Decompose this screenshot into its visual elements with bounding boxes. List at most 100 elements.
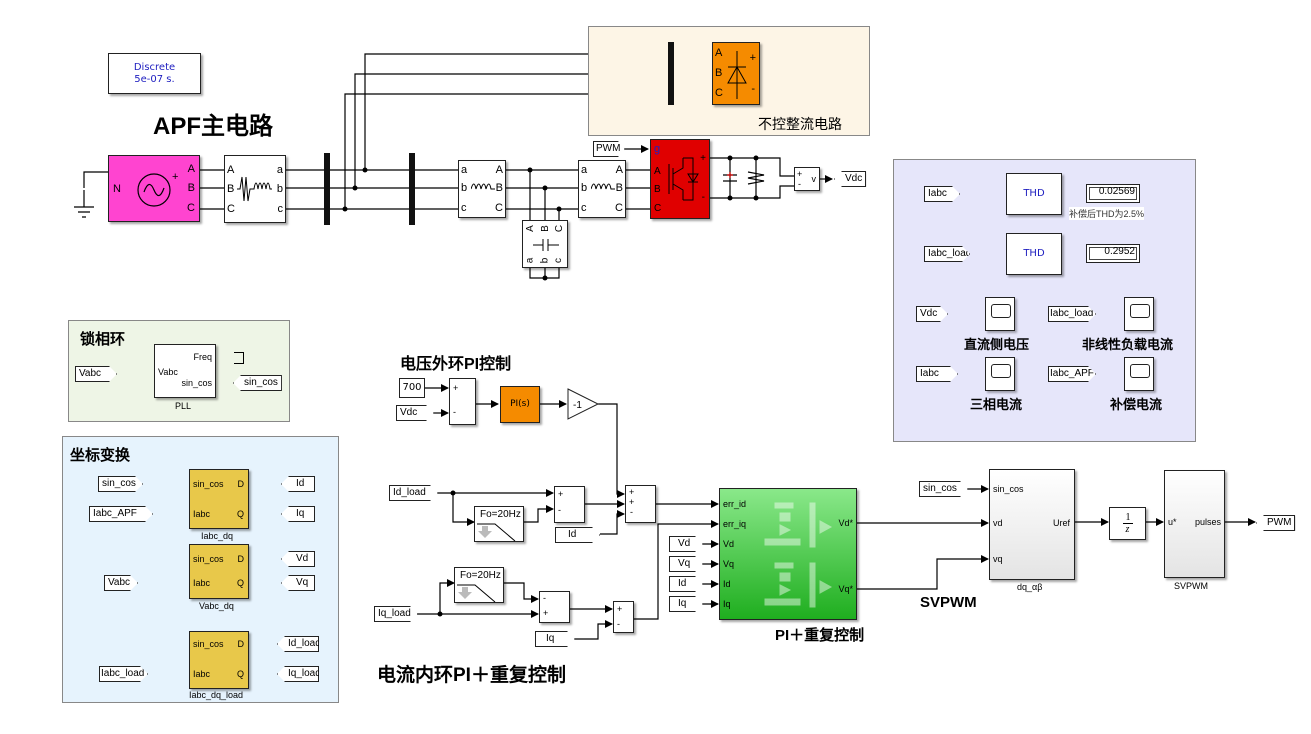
scope-iabc-load-from-tag[interactable]: Iabc_load <box>1048 306 1096 322</box>
lowpass-filter-d[interactable]: Fo=20Hz <box>474 506 524 542</box>
iabc-load-from-tag[interactable]: Iabc_load <box>924 246 970 262</box>
ct-iabc-apf-from[interactable]: Iabc_APF <box>89 506 153 522</box>
scope-compensation-current[interactable] <box>1124 357 1154 391</box>
vabc-dq-block[interactable]: sin_cos Iabc D Q <box>189 544 249 599</box>
port: D <box>237 479 245 489</box>
iabc-dq-block[interactable]: sin_cos Iabc D Q <box>189 469 249 529</box>
port: b <box>461 182 468 194</box>
iabc-from-tag[interactable]: Iabc <box>924 186 960 202</box>
wire-filter <box>506 169 578 210</box>
iq-goto[interactable]: Iq <box>281 506 315 522</box>
scope-three-phase-current[interactable] <box>985 357 1015 391</box>
filter-inductor-2[interactable]: a b c A B C <box>578 160 626 218</box>
id-from-tag[interactable]: Id <box>555 527 600 543</box>
scope-iabc-apf-from-tag[interactable]: Iabc_APF <box>1048 366 1096 382</box>
ct-iabc-load-from[interactable]: Iabc_load <box>99 666 148 682</box>
gain-block[interactable]: -1 <box>567 388 601 420</box>
dq-alphabeta-block[interactable]: sin_cos vd vq Uref <box>989 469 1075 580</box>
iabc-dq-load-block[interactable]: sin_cos Iabc D Q <box>189 631 249 689</box>
sum-q-1[interactable]: - + <box>539 591 570 623</box>
ground-icon <box>74 190 94 218</box>
port-c: C <box>187 202 195 214</box>
svpwm-block[interactable]: u* pulses <box>1164 470 1225 578</box>
port: Q <box>236 578 244 588</box>
scope-label: 补偿电流 <box>1110 397 1163 412</box>
ct-sincos-from[interactable]: sin_cos <box>98 476 143 492</box>
vq-goto[interactable]: Vq <box>281 575 315 591</box>
port-a: A <box>187 163 195 175</box>
vdc-from-tag[interactable]: Vdc <box>396 405 434 421</box>
thd-display-2: 0.2952 <box>1086 244 1140 263</box>
scope-load-current[interactable] <box>1124 297 1154 331</box>
id-load-goto[interactable]: Id_load <box>277 636 319 652</box>
capacitor-icon <box>533 239 559 251</box>
grid-rl-impedance[interactable]: A B C a b c <box>224 155 286 223</box>
port: Iabc <box>193 669 211 679</box>
port: C <box>554 224 566 233</box>
sum-d-2[interactable]: + + - <box>625 485 656 523</box>
ctrl-vd-from[interactable]: Vd <box>669 536 703 552</box>
port-plus: + <box>797 169 803 179</box>
three-phase-source[interactable]: N A B C + <box>108 155 200 222</box>
wire-source-rl <box>200 169 224 210</box>
port: b <box>581 182 588 194</box>
port: c <box>277 203 284 215</box>
igbt-inverter[interactable]: g A B C + - <box>650 139 710 219</box>
pwm-goto-tag[interactable]: PWM <box>1256 515 1296 531</box>
filter-inductor-1[interactable]: a b c A B C <box>458 160 506 218</box>
port: Q <box>236 669 244 679</box>
delay-denominator: z <box>1125 524 1130 535</box>
diode-icon <box>727 51 747 99</box>
scope-label: 直流侧电压 <box>964 337 1030 352</box>
port: A <box>524 225 536 232</box>
dc-voltage-meter[interactable]: + - v <box>794 167 820 191</box>
iq-load-from-tag[interactable]: Iq_load <box>374 606 418 622</box>
thd-block-2[interactable]: THD <box>1006 233 1062 275</box>
thd-block-1[interactable]: THD <box>1006 173 1062 215</box>
port: Q <box>236 509 244 519</box>
vdc-reference-constant[interactable]: 700 <box>399 378 425 398</box>
vabc-from-tag[interactable]: Vabc <box>75 366 117 382</box>
port-n: N <box>113 183 121 195</box>
svpwm-sincos-from[interactable]: sin_cos <box>919 481 968 497</box>
iq-from-tag[interactable]: Iq <box>535 631 575 647</box>
ctrl-vq-from[interactable]: Vq <box>669 556 703 572</box>
port-vabc: Vabc <box>158 367 178 377</box>
wire-il-lpf-sum <box>524 505 554 523</box>
port: sin_cos <box>193 479 224 489</box>
scope-vdc-from-tag[interactable]: Vdc <box>916 306 948 322</box>
rectifier-diode-bridge[interactable]: A B C + - <box>712 42 760 105</box>
sum-d-1[interactable]: + - <box>554 486 585 523</box>
port: vd <box>993 518 1003 528</box>
port: a <box>276 164 283 176</box>
filter-capacitor-bank[interactable]: A B C a b c <box>522 220 568 268</box>
delay-numerator: 1 <box>1123 512 1133 524</box>
iq-load-goto[interactable]: Iq_load <box>277 666 319 682</box>
powergui-solver-block[interactable]: Discrete 5e-07 s. <box>108 53 201 94</box>
voltage-pi-controller[interactable]: PI(s) <box>500 386 540 423</box>
sign: - <box>558 505 561 515</box>
unit-delay-block[interactable]: 1 z <box>1109 507 1146 540</box>
pi-repetitive-controller[interactable]: err_id err_iq Vd Vq Id Iq Vd* Vq* <box>719 488 857 620</box>
lowpass-filter-q[interactable]: Fo=20Hz <box>454 567 504 603</box>
sum-q-2[interactable]: + - <box>613 601 634 633</box>
ctrl-id-from[interactable]: Id <box>669 576 703 592</box>
vdc-goto-tag[interactable]: Vdc <box>834 171 867 187</box>
id-load-from-tag[interactable]: Id_load <box>389 485 438 501</box>
rl-impedance-icon <box>237 176 272 202</box>
ct-vabc-from[interactable]: Vabc <box>104 575 138 591</box>
id-goto[interactable]: Id <box>281 476 315 492</box>
port-v: v <box>811 174 817 184</box>
voltage-error-sum[interactable]: + - <box>449 378 476 425</box>
pi-label: PI(s) <box>510 399 530 409</box>
port: B <box>539 225 551 232</box>
gain-value: -1 <box>573 400 582 411</box>
sincos-goto-tag[interactable]: sin_cos <box>233 375 282 391</box>
vd-goto[interactable]: Vd <box>281 551 315 567</box>
scope-iabc-from-tag[interactable]: Iabc <box>916 366 958 382</box>
pwm-from-tag[interactable]: PWM <box>593 141 625 157</box>
ctrl-iq-from[interactable]: Iq <box>669 596 703 612</box>
wire-grid-bus <box>286 169 458 210</box>
pll-block[interactable]: Vabc Freq sin_cos <box>154 344 216 398</box>
scope-dc-voltage[interactable] <box>985 297 1015 331</box>
